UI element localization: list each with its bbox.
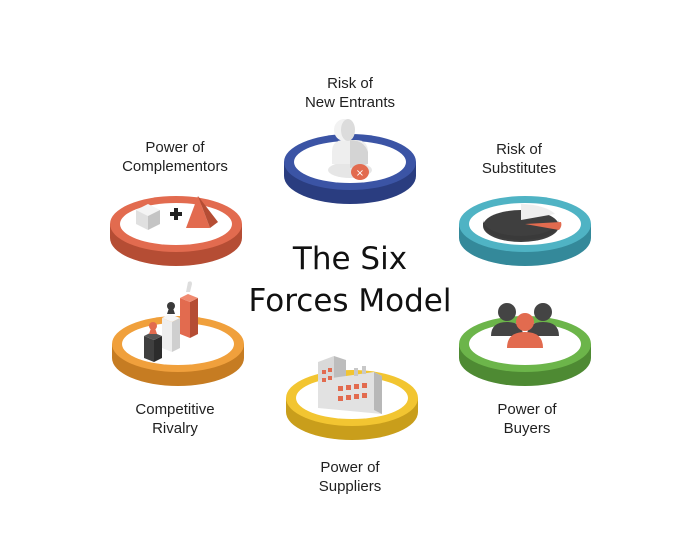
svg-text:×: ×: [356, 168, 364, 179]
label-buyers: Power of Buyers: [442, 400, 612, 438]
person-with-x-icon: ×: [328, 119, 372, 180]
cube-plus-pyramid-icon: [136, 196, 218, 230]
label-substitutes-line-1: Risk of: [496, 141, 542, 158]
label-buyers-line-1: Power of: [497, 401, 557, 418]
label-substitutes: Risk of Substitutes: [434, 140, 604, 178]
label-new-entrants-line-1: Risk of: [327, 75, 373, 92]
label-suppliers: Power of Suppliers: [265, 458, 435, 496]
label-complementors-line-1: Power of: [145, 139, 205, 156]
label-new-entrants: Risk of New Entrants: [265, 74, 435, 112]
label-new-entrants-line-2: New Entrants: [304, 94, 396, 111]
disc-new-entrants: ×: [284, 119, 416, 204]
label-complementors-line-2: Complementors: [122, 158, 228, 175]
pie-chart-icon: [483, 204, 562, 242]
disc-suppliers: [286, 356, 418, 440]
podium-chess-icon: [144, 281, 198, 362]
title-line-1: The Six: [292, 241, 408, 277]
people-group-icon: [491, 303, 559, 348]
label-rivalry-line-2: Rivalry: [152, 420, 198, 437]
label-rivalry-line-1: Competitive: [135, 401, 215, 418]
disc-buyers: [459, 303, 591, 386]
label-suppliers-line-2: Suppliers: [318, 478, 382, 495]
disc-rivalry: [112, 281, 244, 386]
title-line-2: Forces Model: [248, 283, 452, 319]
disc-substitutes: [459, 196, 591, 266]
label-rivalry: Competitive Rivalry: [90, 400, 260, 438]
factory-icon: [318, 356, 382, 414]
diagram-title: The Six Forces Model: [220, 238, 480, 322]
label-buyers-line-2: Buyers: [503, 420, 551, 437]
label-substitutes-line-2: Substitutes: [481, 160, 557, 177]
label-complementors: Power of Complementors: [90, 138, 260, 176]
disc-complementors: [110, 196, 242, 266]
label-suppliers-line-1: Power of: [320, 459, 380, 476]
